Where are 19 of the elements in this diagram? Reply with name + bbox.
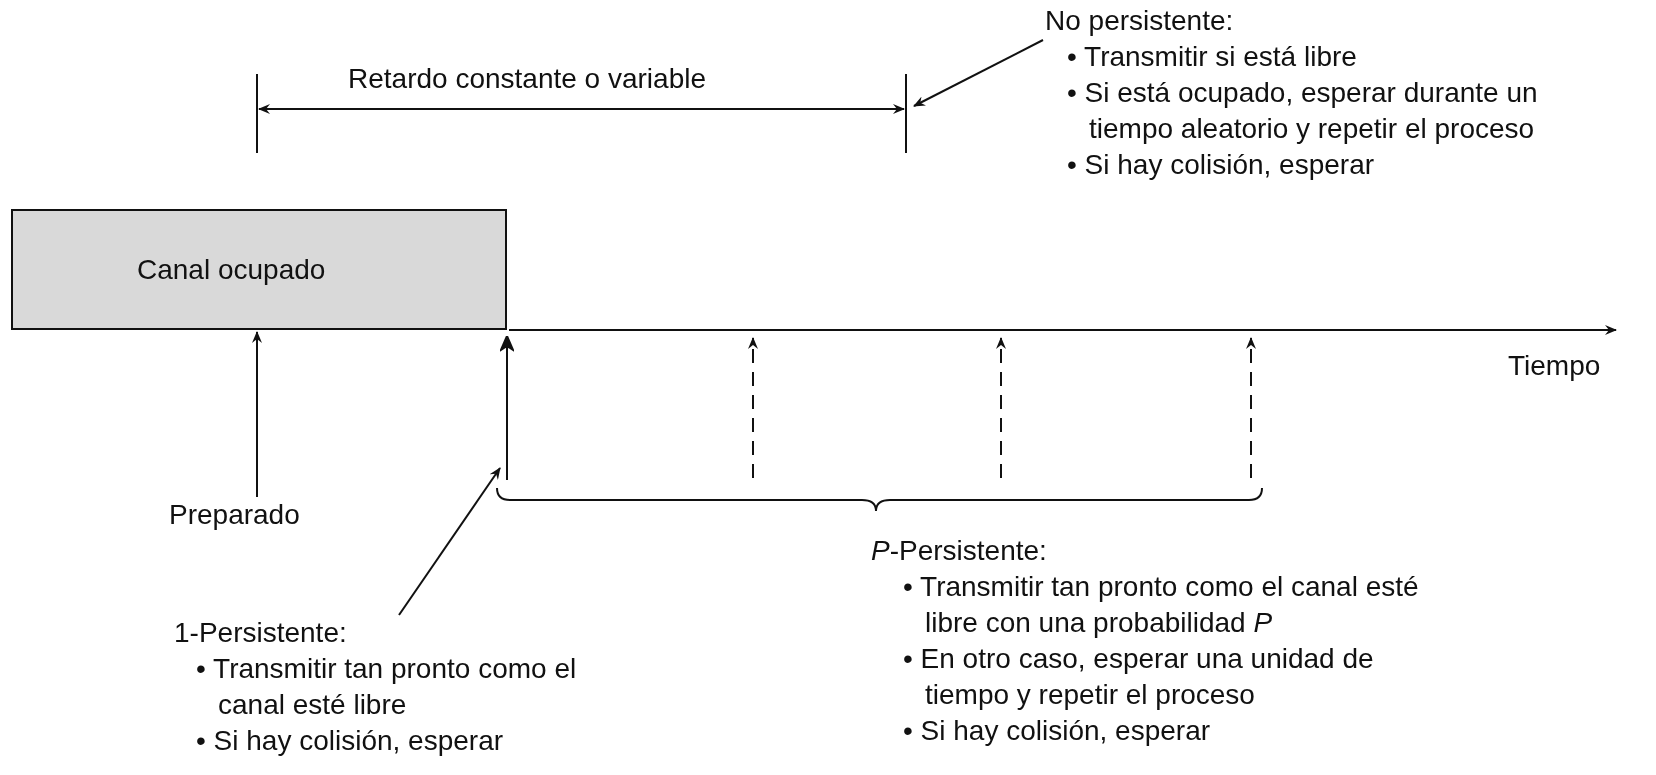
bullet-item: • Transmitir tan pronto como el canal esté libre: [196, 652, 578, 722]
strategy-heading: P-Persistente:: [871, 534, 1048, 568]
busy-channel-bar: [11, 209, 507, 330]
arrow: [252, 331, 262, 498]
axis-label: Tiempo: [1508, 349, 1601, 383]
strategy-heading: No persistente:: [1045, 4, 1235, 38]
arrow: [398, 467, 501, 616]
bullet-item: • Si hay colisión, esperar: [903, 714, 1212, 748]
bullet-item: • Si hay colisión, esperar: [196, 724, 505, 758]
bullet-item: • Transmitir tan pronto como el canal esté libre con una probabilidad P: [903, 570, 1420, 640]
event-label: Preparado: [169, 498, 301, 532]
bullet-item: • En otro caso, esperar una unidad de tiempo y repetir el proceso: [903, 642, 1375, 712]
strategy-heading: 1-Persistente:: [174, 616, 348, 650]
dimension-label: Retardo constante o variable: [348, 62, 706, 96]
leader-arrow: [913, 39, 1044, 107]
bullet-item: • Transmitir si está libre: [1067, 40, 1358, 74]
bullet-item: • Si está ocupado, esperar durante un tiempo aleatorio y repetir el proceso: [1067, 76, 1539, 146]
bullet-item: • Si hay colisión, esperar: [1067, 148, 1376, 182]
bar-label: Canal ocupado: [137, 252, 326, 287]
